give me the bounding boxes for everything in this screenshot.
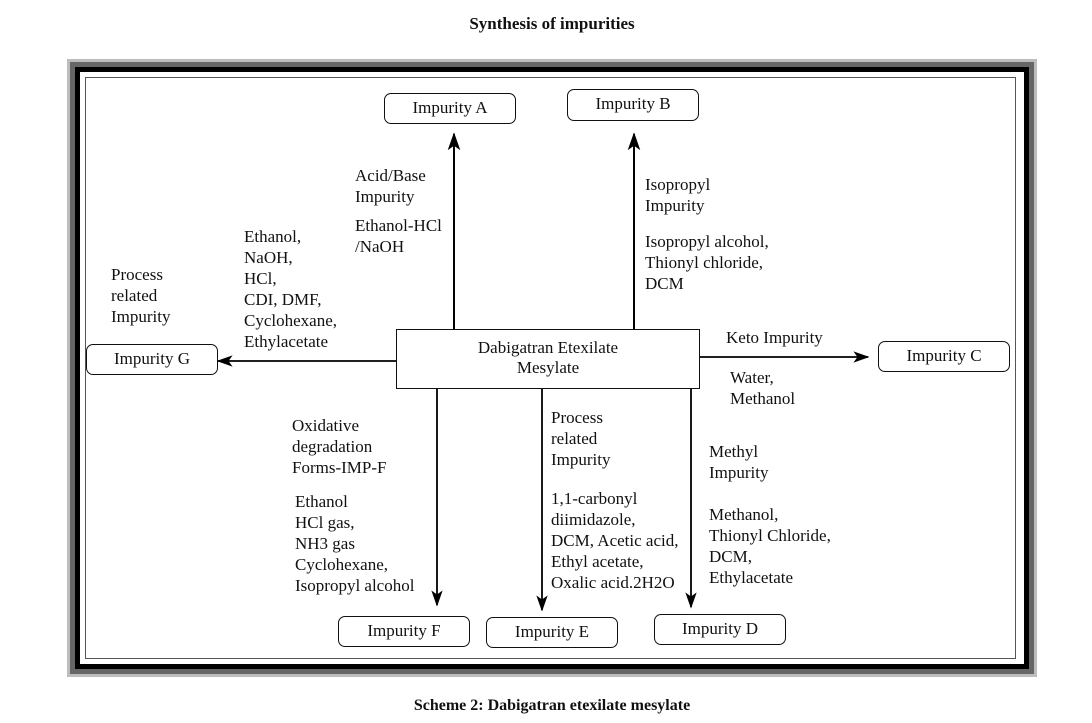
impurity-b-node: Impurity B bbox=[567, 89, 699, 121]
impurity-c-node: Impurity C bbox=[878, 341, 1010, 372]
impurity-e-node: Impurity E bbox=[486, 617, 618, 648]
pathway-g-reagents: Ethanol, NaOH, HCl, CDI, DMF, Cyclohexan… bbox=[244, 227, 337, 351]
pathway-c-type: Keto Impurity bbox=[726, 328, 823, 347]
center-node-line1: Dabigatran Etexilate bbox=[477, 338, 619, 357]
impurity-a-node: Impurity A bbox=[384, 93, 516, 124]
pathway-f-type: Oxidative degradation Forms-IMP-F bbox=[292, 416, 387, 477]
pathway-d-type: Methyl Impurity bbox=[709, 442, 769, 482]
impurity-f-node: Impurity F bbox=[338, 616, 470, 647]
dabigatran-etexilate-mesylate-node: Dabigatran Etexilate Mesylate bbox=[396, 329, 700, 389]
pathway-b-reagents: Isopropyl alcohol, Thionyl chloride, DCM bbox=[645, 232, 769, 293]
pathway-a-reagents: Ethanol-HCl /NaOH bbox=[355, 216, 442, 256]
pathway-e-type: Process related Impurity bbox=[551, 408, 611, 469]
pathway-c-reagents: Water, Methanol bbox=[730, 368, 796, 408]
pathway-b-type: Isopropyl Impurity bbox=[645, 175, 711, 215]
pathway-e-reagents: 1,1-carbonyl diimidazole, DCM, Acetic ac… bbox=[551, 489, 679, 592]
pathway-g-type: Process related Impurity bbox=[111, 265, 171, 326]
pathway-d-reagents: Methanol, Thionyl Chloride, DCM, Ethylac… bbox=[709, 505, 831, 587]
figure-caption: Scheme 2: Dabigatran etexilate mesylate bbox=[413, 697, 691, 714]
pathway-a-type: Acid/Base Impurity bbox=[355, 166, 426, 206]
figure-title: Synthesis of impurities bbox=[469, 14, 635, 33]
pathway-f-reagents: Ethanol HCl gas, NH3 gas Cyclohexane, Is… bbox=[295, 492, 415, 595]
center-node-line2: Mesylate bbox=[516, 358, 580, 377]
impurity-d-node: Impurity D bbox=[654, 614, 786, 645]
impurity-g-node: Impurity G bbox=[86, 344, 218, 375]
